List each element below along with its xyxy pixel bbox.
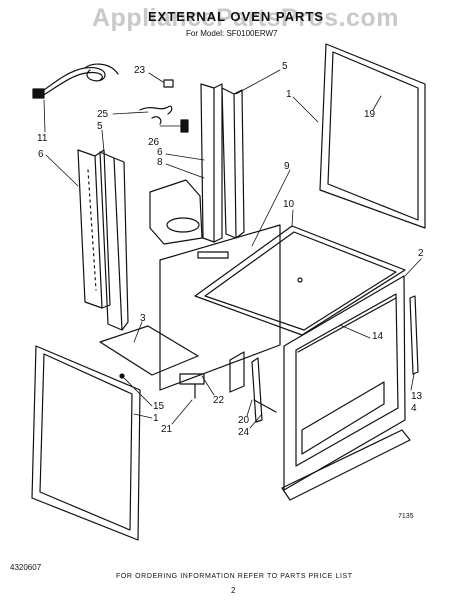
callout-label: 20 — [238, 415, 250, 426]
callout-label: 6 — [157, 147, 163, 158]
callout-label: 4 — [411, 403, 417, 414]
callout-label: 24 — [238, 427, 250, 438]
callout-label: 1 — [153, 413, 159, 424]
left-side-panel-drawing — [77, 149, 111, 309]
clip-part-23 — [163, 79, 174, 88]
bracket-part-8 — [149, 179, 203, 245]
callout-label: 15 — [153, 401, 165, 412]
rear-channels-drawing — [200, 83, 245, 243]
figure-code: 7135 — [398, 513, 414, 520]
callout-label: 5 — [282, 61, 288, 72]
strip-part-13 — [409, 295, 419, 375]
callout-label: 13 — [411, 391, 423, 402]
wire-harness-drawing — [139, 105, 189, 133]
callout-label: 19 — [364, 109, 376, 120]
rear-panel-drawing — [319, 43, 426, 229]
callout-label: 14 — [372, 331, 384, 342]
callout-label: 5 — [97, 121, 103, 132]
callout-label: 22 — [213, 395, 225, 406]
top-panel-drawing — [194, 225, 406, 336]
watermark: AppliancePartsPros.com — [92, 4, 399, 32]
page-number: 2 — [231, 586, 236, 595]
callout-label: 21 — [161, 424, 173, 435]
callout-label: 23 — [134, 65, 146, 76]
left-channel-drawing — [99, 151, 129, 331]
callout-label: 10 — [283, 199, 295, 210]
callout-label: 26 — [148, 137, 160, 148]
hinge-part-20 — [251, 357, 263, 423]
page-title: EXTERNAL OVEN PARTS — [148, 9, 324, 24]
front-frame-drawing — [283, 275, 406, 491]
callout-label: 8 — [157, 157, 163, 168]
callout-label: 6 — [38, 149, 44, 160]
bracket-part-22 — [229, 351, 245, 393]
document-number: 4320607 — [10, 563, 42, 572]
power-cord-drawing — [32, 63, 119, 99]
left-side-panel-large-drawing — [31, 345, 141, 541]
ordering-note: FOR ORDERING INFORMATION REFER TO PARTS … — [116, 573, 353, 580]
model-line: For Model: SF0100ERW7 — [186, 29, 278, 38]
leader-lines — [43, 69, 422, 429]
hinge-part-24 — [253, 399, 277, 413]
callout-label: 9 — [284, 161, 290, 172]
callout-label: 3 — [140, 313, 146, 324]
callout-label: 11 — [37, 133, 48, 144]
bottom-rail-drawing — [99, 325, 199, 376]
callout-label: 2 — [418, 248, 424, 259]
back-panel-drawing — [159, 224, 281, 391]
callout-label: 1 — [286, 89, 292, 100]
kick-plate-drawing — [281, 429, 411, 501]
callout-label: 25 — [97, 109, 109, 120]
